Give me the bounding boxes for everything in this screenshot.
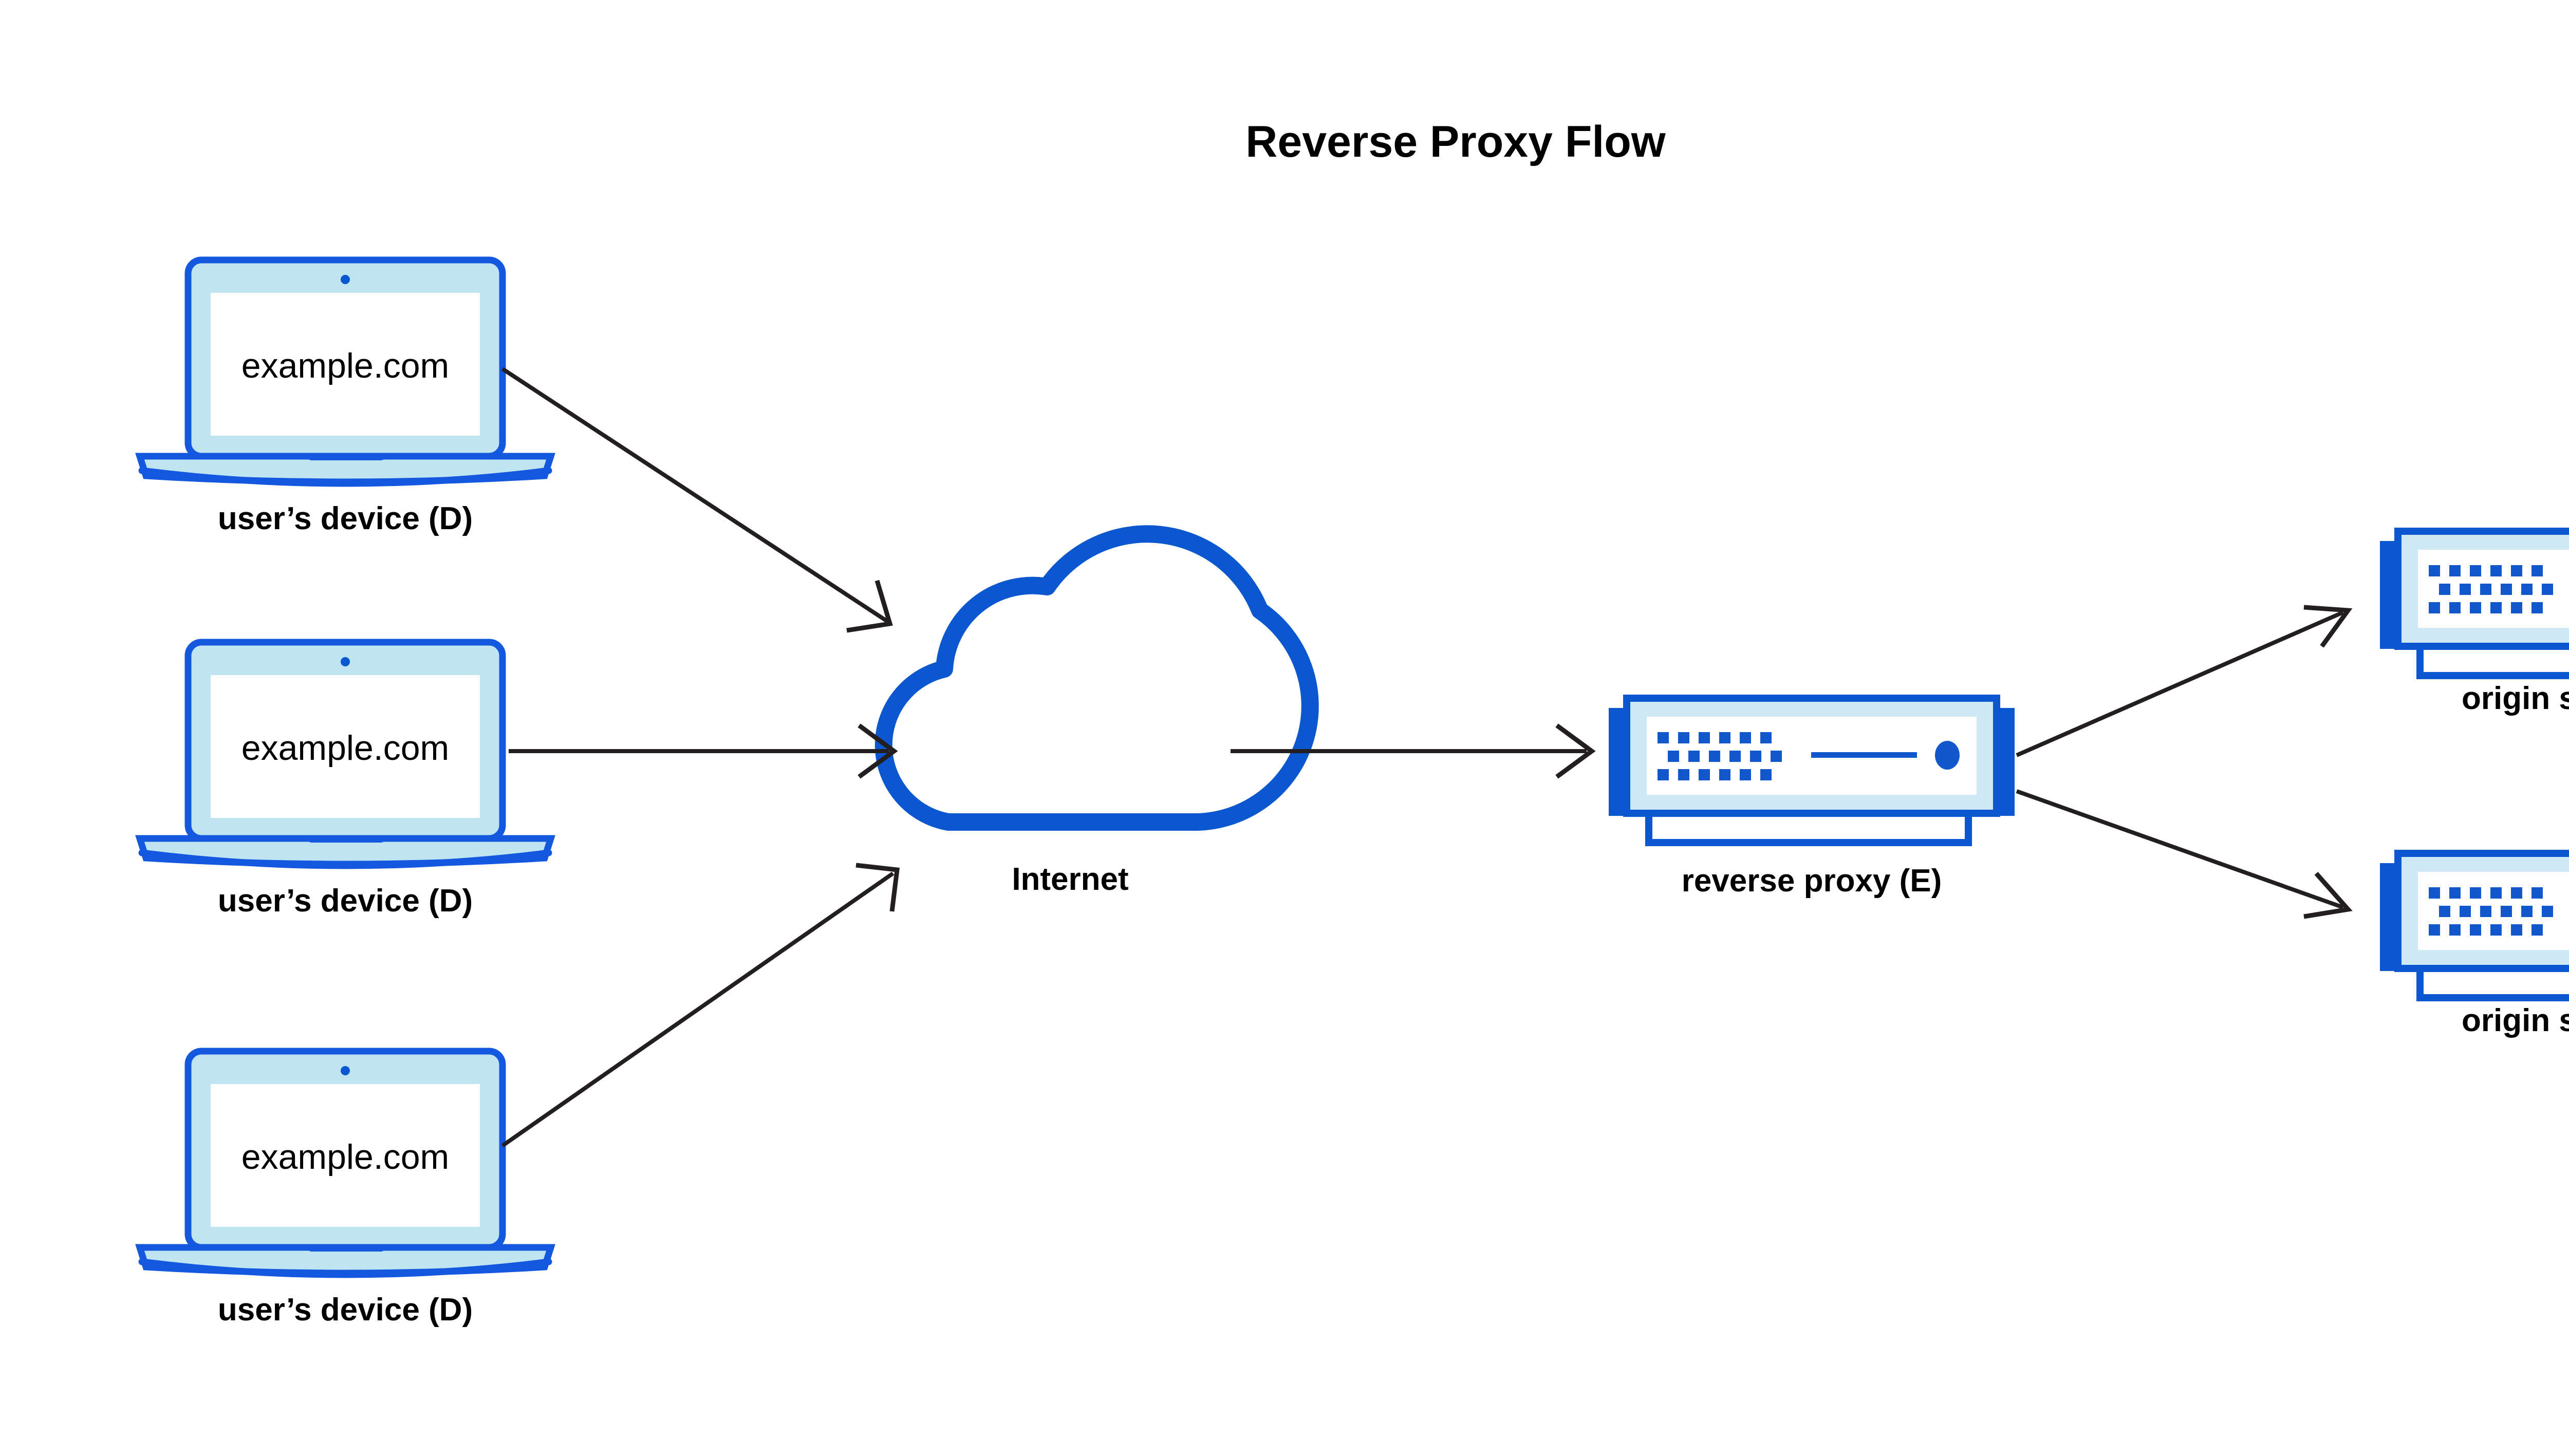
edge-device-bottom-to-internet xyxy=(501,863,900,1148)
edge-proxy-to-origin-bottom xyxy=(2016,789,2353,919)
server-shelf xyxy=(2416,968,2569,1001)
device-bottom-label: user’s device (D) xyxy=(218,1292,473,1328)
laptop-foot-curve xyxy=(138,849,552,869)
server-led-grid xyxy=(2429,887,2553,936)
edge-internet-to-proxy xyxy=(1231,723,1596,779)
laptop-screen xyxy=(211,675,480,818)
webcam-icon xyxy=(341,1066,350,1075)
laptop-foot-curve xyxy=(138,467,552,487)
server-shelf xyxy=(2416,646,2569,679)
laptop-notch xyxy=(308,1244,384,1252)
device-middle-label: user’s device (D) xyxy=(218,883,473,919)
laptop-notch xyxy=(308,835,384,843)
page-title: Reverse Proxy Flow xyxy=(1245,117,1666,166)
laptop-notch xyxy=(308,453,384,460)
reverse-proxy-label: reverse proxy (E) xyxy=(1682,863,1942,899)
server-led-grid xyxy=(1658,732,1782,780)
laptop-screen xyxy=(211,1084,480,1227)
webcam-icon xyxy=(341,275,350,284)
device-top-screen-text: example.com xyxy=(241,346,449,385)
server-icon-origin-bottom xyxy=(2380,850,2569,1001)
origin-top-label: origin server (F) xyxy=(2462,681,2569,716)
edge-device-top-to-internet xyxy=(501,367,893,633)
server-icon-reverse-proxy xyxy=(1609,695,2015,846)
edge-proxy-to-origin-top xyxy=(2016,605,2353,757)
laptop-foot-curve xyxy=(138,1258,552,1278)
webcam-icon xyxy=(341,657,350,666)
internet-label: Internet xyxy=(1012,862,1128,897)
laptop-icon-device-middle xyxy=(135,639,555,869)
device-bottom-screen-text: example.com xyxy=(241,1137,449,1177)
device-middle-screen-text: example.com xyxy=(241,729,449,768)
laptop-screen xyxy=(211,293,480,436)
cloud-icon-internet xyxy=(874,525,1319,831)
laptop-icon-device-bottom xyxy=(135,1048,555,1278)
server-led-grid xyxy=(2429,565,2553,613)
cloud-shape xyxy=(874,525,1319,831)
server-shelf xyxy=(1645,813,1972,846)
device-top-label: user’s device (D) xyxy=(218,501,473,536)
server-status-line xyxy=(1811,752,1917,758)
origin-bottom-label: origin server (F) xyxy=(2462,1003,2569,1038)
laptop-icon-device-top xyxy=(135,256,555,487)
server-icon-origin-top xyxy=(2380,528,2569,679)
edge-device-middle-to-internet xyxy=(509,723,898,779)
server-status-dot xyxy=(1935,741,1960,770)
